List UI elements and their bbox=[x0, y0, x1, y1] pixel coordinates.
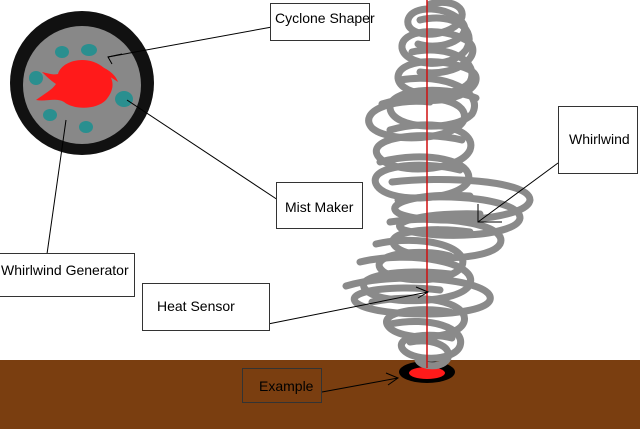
label-whirlwind: Whirlwind bbox=[558, 106, 638, 174]
label-cyclone-shaper-text: Cyclone Shaper bbox=[275, 10, 375, 26]
label-mist-maker-text: Mist Maker bbox=[285, 199, 354, 215]
leader-example-arrow bbox=[385, 372, 400, 386]
mist-nozzle bbox=[81, 44, 97, 56]
base-hot-spot bbox=[409, 367, 445, 379]
leader-whirlwind-generator bbox=[46, 119, 67, 255]
mist-nozzle bbox=[115, 91, 133, 107]
leader-heat-sensor-arrow bbox=[415, 286, 430, 299]
label-heat-sensor-text: Heat Sensor bbox=[157, 298, 235, 314]
leader-lines bbox=[46, 26, 559, 393]
leader-cyclone-shaper-arrow bbox=[107, 53, 123, 65]
label-example: Example bbox=[242, 368, 322, 403]
label-whirlwind-generator: Whirlwind Generator bbox=[0, 253, 135, 297]
mist-nozzle bbox=[79, 121, 93, 133]
whirlwind-generator bbox=[10, 11, 154, 155]
label-heat-sensor: Heat Sensor bbox=[142, 283, 270, 331]
generator-core-tail bbox=[100, 66, 118, 82]
leader-cyclone-shaper bbox=[107, 26, 273, 58]
mist-nozzle bbox=[43, 109, 57, 121]
label-whirlwind-text: Whirlwind bbox=[569, 131, 630, 147]
label-example-text: Example bbox=[259, 378, 314, 394]
leader-heat-sensor bbox=[257, 291, 429, 327]
mist-nozzle bbox=[29, 71, 43, 85]
leader-mist-maker bbox=[126, 99, 279, 201]
label-whirlwind-generator-text: Whirlwind Generator bbox=[1, 262, 129, 278]
mist-nozzle bbox=[55, 46, 69, 58]
generator-red-core bbox=[36, 60, 113, 108]
whirlwind-vortex bbox=[342, 0, 534, 370]
leader-example bbox=[321, 377, 399, 393]
label-cyclone-shaper: Cyclone Shaper bbox=[270, 3, 375, 41]
label-mist-maker: Mist Maker bbox=[276, 182, 363, 229]
leader-whirlwind-arrow bbox=[477, 204, 502, 223]
leader-whirlwind bbox=[477, 162, 559, 223]
